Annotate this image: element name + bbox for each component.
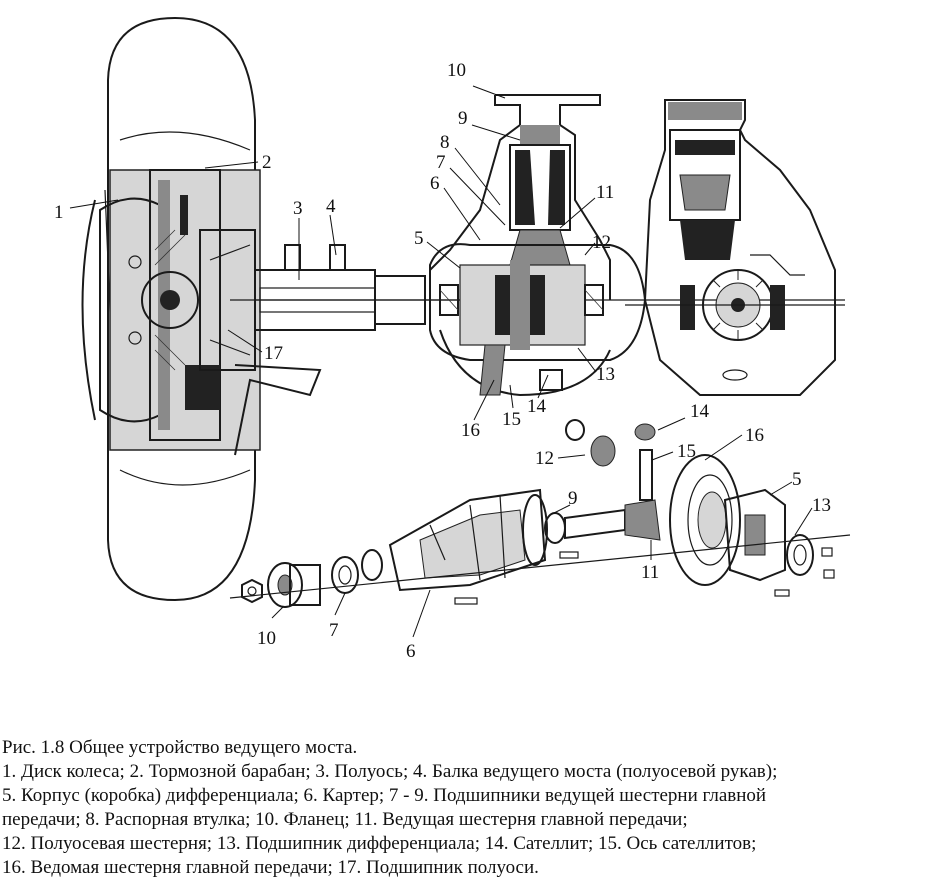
exploded-callout-5: 5 bbox=[792, 469, 802, 490]
exploded-callout-6: 6 bbox=[406, 641, 416, 662]
exploded-callout-7: 7 bbox=[329, 620, 339, 641]
callout-2: 2 bbox=[262, 152, 272, 173]
exploded-callout-11: 11 bbox=[641, 562, 659, 583]
carrier-cross-section bbox=[625, 99, 845, 396]
exploded-callout-12: 12 bbox=[535, 448, 554, 469]
exploded-callout-10: 10 bbox=[257, 628, 276, 649]
callout-5: 5 bbox=[414, 228, 424, 249]
callout-17: 17 bbox=[264, 343, 283, 364]
exploded-view bbox=[229, 419, 851, 608]
exploded-callout-14: 14 bbox=[690, 401, 710, 422]
callout-16: 16 bbox=[461, 420, 480, 441]
callout-4: 4 bbox=[326, 196, 336, 217]
caption-line: 1. Диск колеса; 2. Тормозной барабан; 3.… bbox=[2, 761, 778, 782]
exploded-callout-16: 16 bbox=[745, 425, 764, 446]
callout-14: 14 bbox=[527, 396, 547, 417]
callout-9: 9 bbox=[458, 108, 468, 129]
caption-line: 16. Ведомая шестерня главной передачи; 1… bbox=[2, 857, 539, 878]
callout-10: 10 bbox=[447, 60, 466, 81]
callout-8: 8 bbox=[440, 132, 450, 153]
figure-caption: Рис. 1.8 Общее устройство ведущего моста… bbox=[2, 736, 950, 880]
leader-lines bbox=[69, 85, 813, 638]
exploded-callout-9: 9 bbox=[568, 488, 578, 509]
callout-13: 13 bbox=[596, 364, 615, 385]
callout-12: 12 bbox=[592, 232, 611, 253]
wheel-assembly bbox=[81, 16, 322, 602]
exploded-callout-15: 15 bbox=[677, 441, 696, 462]
callout-15: 15 bbox=[502, 409, 521, 430]
callout-7: 7 bbox=[436, 152, 446, 173]
caption-line: передачи; 8. Распорная втулка; 10. Флане… bbox=[2, 809, 688, 830]
callout-11: 11 bbox=[596, 182, 614, 203]
caption-line: 12. Полуосевая шестерня; 13. Подшипник д… bbox=[2, 833, 757, 854]
exploded-callout-13: 13 bbox=[812, 495, 831, 516]
caption-title: Рис. 1.8 Общее устройство ведущего моста… bbox=[2, 737, 358, 758]
drive-axle-figure: 1 2 3 4 17 10 9 8 7 6 5 11 12 13 16 15 1… bbox=[54, 16, 851, 662]
callout-3: 3 bbox=[293, 198, 303, 219]
callout-6: 6 bbox=[430, 173, 440, 194]
caption-line: 5. Корпус (коробка) дифференциала; 6. Ка… bbox=[2, 785, 767, 806]
differential-section bbox=[429, 94, 647, 397]
callout-1: 1 bbox=[54, 202, 64, 223]
